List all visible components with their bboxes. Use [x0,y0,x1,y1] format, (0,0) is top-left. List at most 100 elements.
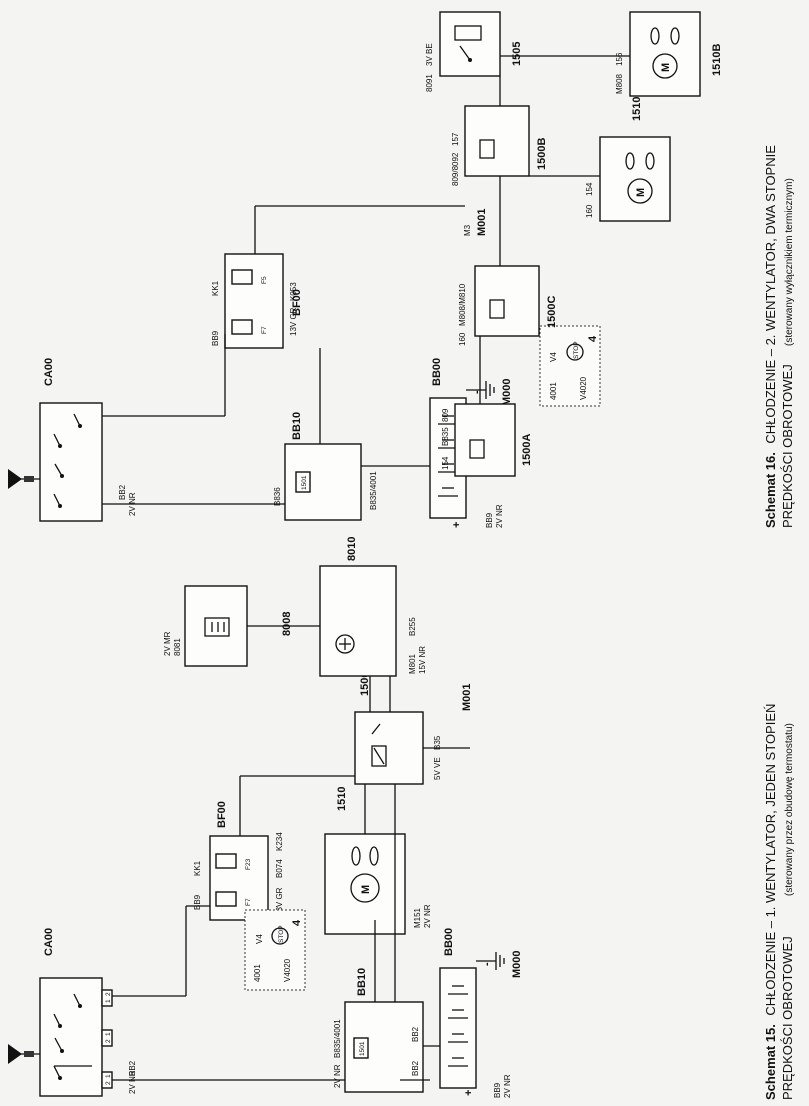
svg-text:1: 1 [105,1074,112,1078]
svg-text:BB2: BB2 [128,1060,137,1076]
svg-text:2V NR: 2V NR [495,504,504,528]
svg-text:8081: 8081 [173,638,182,656]
svg-text:Schemat 15. CHŁODZENIE –: Schemat 15. CHŁODZENIE – 1. WENTYLATOR, … [762,704,779,1100]
svg-text:M000: M000 [511,950,523,978]
svg-text:2V NR: 2V NR [503,1074,512,1098]
fuse-1501-r [295,471,311,493]
svg-text:B35: B35 [433,735,442,750]
svg-text:BF00: BF00 [216,801,228,828]
svg-text:1500A: 1500A [521,434,533,466]
svg-text:BB2: BB2 [118,484,127,500]
svg-text:M001: M001 [476,208,488,236]
diagram-schemat-15: CA00 2 1 2 1 1 2 BB2 2V NR BB10 1501 [8,537,523,1098]
key-icon-r [8,469,40,489]
ecu-connector-icon [335,634,355,654]
svg-text:5V VE: 5V VE [433,757,442,780]
svg-text:B835/4001: B835/4001 [369,471,378,510]
fan-icon-a: M [625,152,655,204]
warning-module-4 [244,909,306,991]
svg-text:CA00: CA00 [43,358,55,386]
svg-text:BB2: BB2 [411,1060,420,1076]
svg-text:8091: 8091 [425,74,434,92]
svg-text:BB10: BB10 [356,968,368,996]
svg-text:8008: 8008 [281,612,293,636]
relay-1500b [464,105,530,177]
svg-text:2: 2 [105,1039,112,1043]
fuse-f7-r [231,319,253,335]
ignition-switch-ca00-r [39,402,103,522]
relay-coil-icon [371,745,387,767]
svg-text:+: + [463,1090,475,1096]
svg-text:1510: 1510 [336,787,348,811]
svg-text:KK1: KK1 [211,280,220,296]
svg-text:B836: B836 [273,487,282,506]
svg-text:15V NR: 15V NR [418,646,427,674]
ignition-contacts-r [53,413,82,508]
svg-text:1500C: 1500C [546,296,558,328]
svg-text:1501: 1501 [359,1041,366,1056]
svg-text:809: 809 [441,408,450,422]
fusebox-bb10 [344,1001,424,1093]
svg-text:154: 154 [441,456,450,470]
stop-indicator-icon [271,927,289,945]
caption-15-line2: PRĘDKOŚCI OBROTOWEJ [780,936,795,1100]
svg-text:M: M [635,188,647,197]
svg-text:STOP: STOP [573,341,580,359]
fusebox-bb10-r [284,443,362,521]
svg-text:+: + [451,522,463,528]
fuse-f23 [215,853,237,869]
fuse-f5-r [231,269,253,285]
svg-text:1501: 1501 [301,475,308,490]
svg-text:2V NR: 2V NR [128,1070,137,1094]
svg-text:K234: K234 [275,832,284,851]
caption-16-line2: PRĘDKOŚCI OBROTOWEJ [780,364,795,528]
fuse-1501 [353,1037,369,1059]
fan-icon: M [350,846,380,903]
svg-text:1510B: 1510B [711,44,723,76]
caption-15-number: Schemat 15. [763,1024,778,1100]
caption-15-title: CHŁODZENIE – 1. WENTYLATOR, JEDEN STOPIE… [763,704,778,1016]
sensor-8008 [184,585,248,667]
svg-text:V4: V4 [255,934,264,944]
svg-text:157: 157 [451,132,460,146]
svg-text:156: 156 [615,52,624,66]
relay-coil-icon-c [489,299,505,319]
svg-text:160: 160 [458,332,467,346]
svg-text:B835: B835 [441,427,450,446]
ground-m000-icon [476,952,505,970]
svg-text:BB9: BB9 [193,894,202,910]
stop-indicator-icon-r [566,343,584,361]
svg-text:1505: 1505 [511,42,523,66]
ca00-pin-block-c [101,989,113,1007]
svg-text:M151: M151 [413,907,422,928]
ignition-switch-ca00 [39,977,103,1097]
caption-16-note: (sterowany wyłącznikiem termicznym) [784,178,795,346]
svg-text:2: 2 [105,1081,112,1085]
svg-text:M: M [360,885,372,894]
svg-text:F7: F7 [245,898,252,906]
svg-text:BB9: BB9 [485,512,494,528]
svg-text:M000: M000 [501,378,513,406]
svg-text:1: 1 [105,1032,112,1036]
svg-text:F7: F7 [261,326,268,334]
diagram-schemat-16: CA00 2V NR BB2 BB10 1501 B836 B835/4001 … [8,11,723,528]
relay-1500 [354,711,424,785]
warning-module-4-r [539,325,601,407]
svg-text:3V BE: 3V BE [425,43,434,66]
svg-text:2V NR: 2V NR [423,904,432,928]
ecu-8010 [319,565,397,677]
ground-m000-icon-r [466,381,495,399]
thermal-switch-icon [454,25,482,62]
battery-bb00 [439,967,477,1089]
relay-1500c [474,265,540,337]
thermostat-icon [204,617,230,637]
svg-text:M808/M810: M808/M810 [458,283,467,326]
svg-text:STOP: STOP [278,925,285,943]
relay-1500a [454,403,516,477]
svg-text:1500B: 1500B [536,138,548,170]
svg-text:154: 154 [585,182,594,196]
caption-16-number: Schemat 16. [763,452,778,528]
svg-text:BF00: BF00 [291,289,303,316]
svg-text:B255: B255 [408,617,417,636]
